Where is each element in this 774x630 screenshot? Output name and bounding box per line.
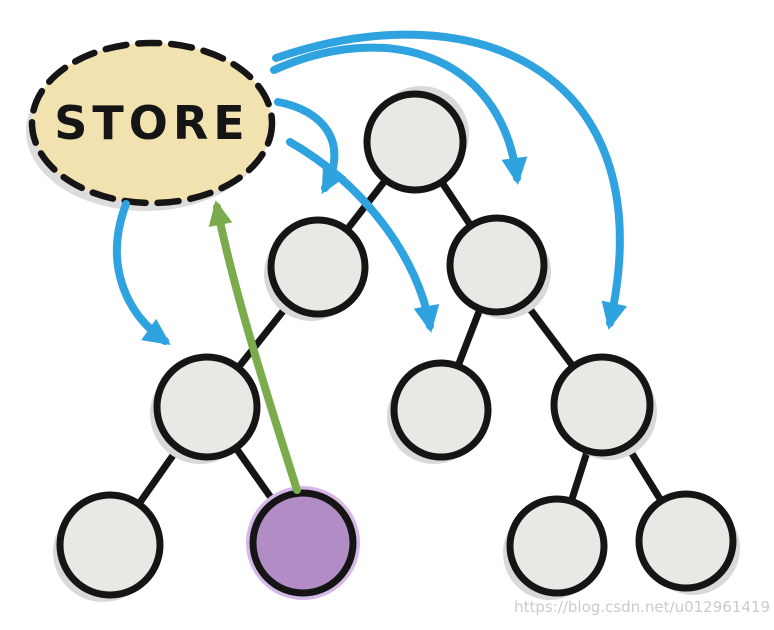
node-l4-purple-highlighted — [249, 489, 357, 597]
store-label: STORE — [54, 96, 249, 150]
node-l3-right — [550, 353, 654, 457]
node-root — [363, 90, 467, 194]
arrow-store-to-l3-middle — [286, 138, 440, 333]
node-l2-left — [267, 216, 369, 318]
node-l3-left — [153, 353, 261, 461]
node-l4-far-right — [635, 490, 737, 592]
node-l2-right — [446, 214, 548, 316]
node-l3-middle — [390, 359, 492, 461]
store-arrows — [113, 30, 628, 346]
store-bubble: STORE — [26, 39, 276, 211]
tree-nodes — [56, 90, 737, 599]
arrow-store-to-l3-right — [272, 30, 628, 330]
node-l4-far-left — [56, 491, 164, 599]
arrow-purple-node-to-store — [208, 200, 301, 494]
arrow-store-to-l2-left — [274, 98, 346, 195]
arrow-store-to-l2-right — [270, 43, 528, 185]
watermark-text: https://blog.csdn.net/u012961419 — [514, 598, 770, 616]
arrow-store-to-l3-left — [113, 200, 171, 346]
node-l4-mid-right — [506, 495, 608, 597]
store-blob — [28, 39, 276, 207]
